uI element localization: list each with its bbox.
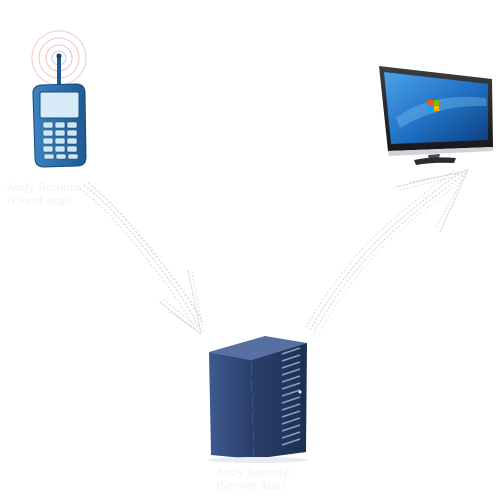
arrow-server-to-monitor xyxy=(305,168,469,335)
client-app-name: Andy Remote xyxy=(7,181,81,194)
arrow-client-to-server xyxy=(79,182,207,336)
phone-icon xyxy=(31,30,87,168)
client-app-label: Andy Remote (Client app) xyxy=(7,181,81,207)
server-app-subtitle: (Server App) xyxy=(216,479,286,492)
server-app-label: Andy Remote (Server App) xyxy=(216,466,290,492)
windows-logo-icon xyxy=(428,100,439,111)
server-app-name: Andy Remote xyxy=(216,466,290,479)
server-tower-icon xyxy=(208,336,308,463)
client-app-subtitle: (Client app) xyxy=(7,194,72,207)
desktop-monitor-icon xyxy=(379,66,493,165)
